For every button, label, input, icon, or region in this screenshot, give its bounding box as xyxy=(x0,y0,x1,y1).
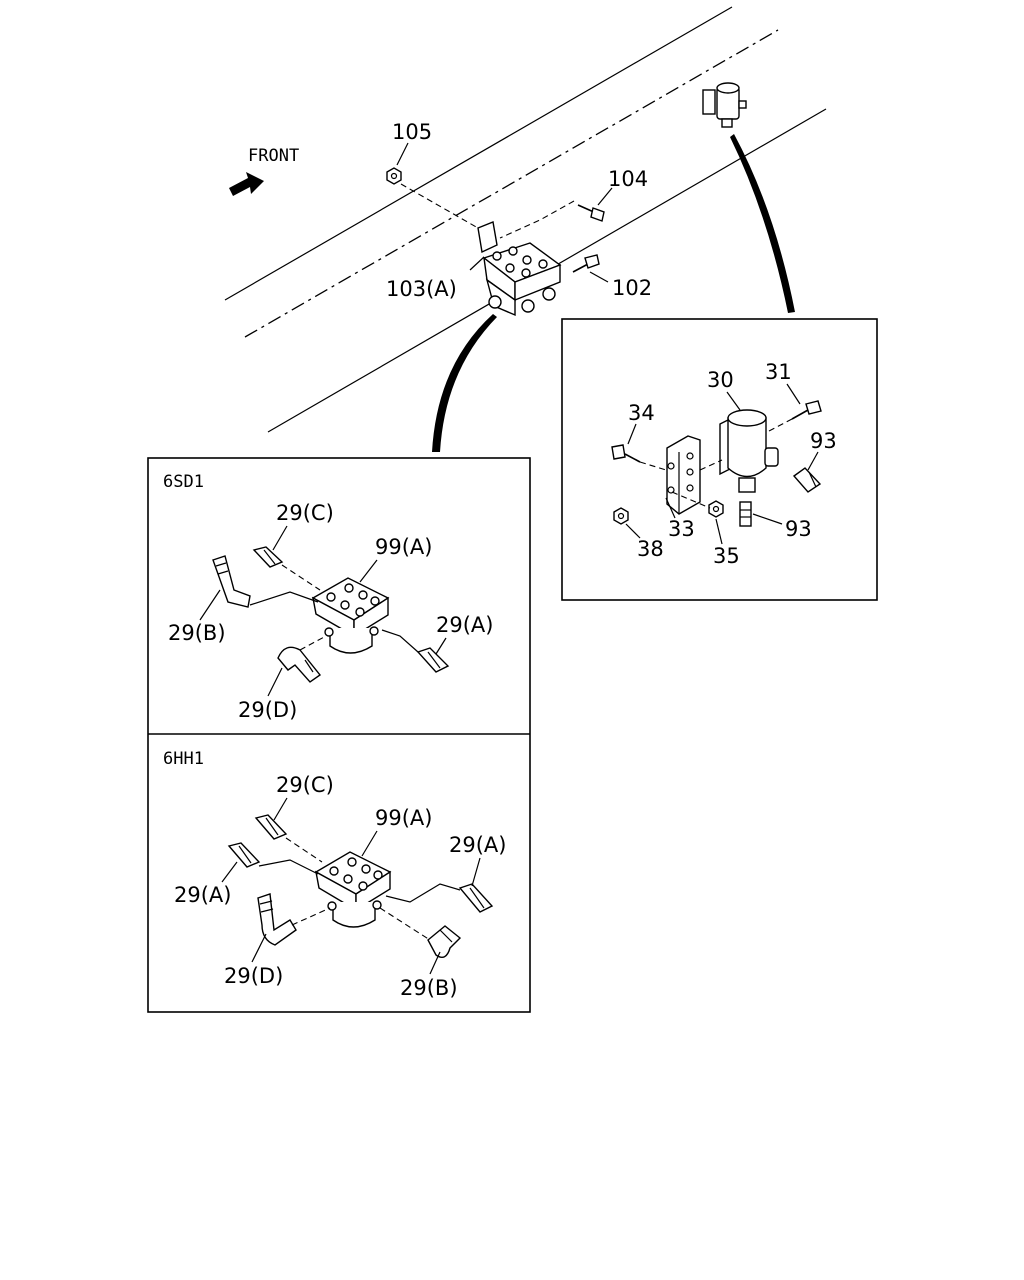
leader-30 xyxy=(726,391,741,411)
valve-block-icon xyxy=(477,221,562,317)
leader-29d-6hh1 xyxy=(251,933,267,963)
valve-variants-panel xyxy=(147,457,531,1013)
leader-29b-6hh1 xyxy=(429,951,441,975)
leader-93-lower xyxy=(752,513,783,525)
leader-103 xyxy=(469,256,485,271)
pipe-29a-6sd1 xyxy=(381,629,419,653)
label-29a-right-6hh1: 29(A) xyxy=(449,833,506,857)
label-29b-6sd1: 29(B) xyxy=(168,621,226,645)
bolt-icon xyxy=(791,400,822,420)
pipe-29a-left-6hh1 xyxy=(258,859,319,875)
valve-block-icon xyxy=(311,577,390,654)
label-29b-6hh1: 29(B) xyxy=(400,976,458,1000)
leader-29c-6hh1 xyxy=(273,797,288,821)
panel-title-6hh1: 6HH1 xyxy=(163,749,204,769)
leader-dash-29d-6hh1 xyxy=(291,907,331,926)
label-29d-6sd1: 29(D) xyxy=(238,698,297,722)
leader-99a-6hh1 xyxy=(361,830,378,857)
label-38: 38 xyxy=(637,537,664,561)
leader-93-upper xyxy=(807,451,819,471)
leader-38 xyxy=(625,523,641,539)
frame-rails xyxy=(224,6,827,433)
leader-dash-bracket xyxy=(699,459,723,471)
panel-title-6sd1: 6SD1 xyxy=(163,472,204,492)
bolt-icon xyxy=(572,254,600,273)
leader-dash-35 xyxy=(671,491,711,509)
label-29d-6hh1: 29(D) xyxy=(224,964,283,988)
label-35: 35 xyxy=(713,544,740,568)
label-29a-left-6hh1: 29(A) xyxy=(174,883,231,907)
elbow-fitting-icon xyxy=(212,555,251,608)
label-103a: 103(A) xyxy=(386,277,457,301)
leader-dash-34 xyxy=(639,461,667,471)
fitting-icon xyxy=(252,546,284,568)
callout-valve xyxy=(432,314,497,452)
nut-icon xyxy=(708,500,724,518)
leader-29a-left-6hh1 xyxy=(221,861,238,883)
fitting-icon xyxy=(792,467,822,493)
bolt-icon xyxy=(577,204,605,222)
elbow-fitting-icon xyxy=(257,893,297,946)
leader-31 xyxy=(786,383,801,405)
leader-dash-31 xyxy=(768,418,793,432)
front-arrow-icon xyxy=(229,172,264,196)
leader-29b-6sd1 xyxy=(199,589,221,621)
bolt-icon xyxy=(611,444,641,463)
label-29c-6hh1: 29(C) xyxy=(276,773,334,797)
label-99a-6sd1: 99(A) xyxy=(375,535,432,559)
leader-29c-6sd1 xyxy=(272,525,288,551)
fitting-icon xyxy=(416,647,450,673)
leader-dash-104 xyxy=(499,200,575,239)
reservoir-icon xyxy=(719,409,779,493)
label-104: 104 xyxy=(608,167,648,191)
fitting-icon xyxy=(227,842,261,868)
label-33: 33 xyxy=(668,517,695,541)
label-30: 30 xyxy=(707,368,734,392)
leader-29a-6sd1 xyxy=(435,637,447,655)
leader-dash-29d-6sd1 xyxy=(299,635,327,651)
reservoir-detail-panel xyxy=(561,318,878,601)
leader-29a-right-6hh1 xyxy=(471,857,481,887)
fitting-icon xyxy=(458,883,494,913)
label-31: 31 xyxy=(765,360,792,384)
fitting-icon xyxy=(254,814,288,840)
bracket-icon xyxy=(666,435,701,515)
fitting-icon xyxy=(739,501,752,527)
nut-icon xyxy=(613,507,629,525)
leader-35 xyxy=(715,518,723,545)
leader-33 xyxy=(665,497,676,519)
leader-34 xyxy=(627,423,637,445)
label-34: 34 xyxy=(628,401,655,425)
leader-dash-105 xyxy=(400,183,479,229)
elbow-fitting-icon xyxy=(427,925,462,958)
nut-icon xyxy=(386,167,402,185)
pipe-29a-right-6hh1 xyxy=(385,883,461,903)
leader-99a-6sd1 xyxy=(359,559,378,583)
label-93-lower: 93 xyxy=(785,517,812,541)
leader-dash-29b-6hh1 xyxy=(379,907,431,941)
label-29c-6sd1: 29(C) xyxy=(276,501,334,525)
reservoir-icon xyxy=(702,82,747,128)
label-102: 102 xyxy=(612,276,652,300)
label-29a-6sd1: 29(A) xyxy=(436,613,493,637)
pipe-29b-6sd1 xyxy=(249,591,319,606)
label-93-upper: 93 xyxy=(810,429,837,453)
label-99a-6hh1: 99(A) xyxy=(375,806,432,830)
valve-block-icon xyxy=(314,851,392,928)
leader-104 xyxy=(597,187,613,206)
leader-105 xyxy=(396,142,409,166)
leader-29d-6sd1 xyxy=(267,667,283,697)
leader-dash-29c-6sd1 xyxy=(281,564,321,591)
label-105: 105 xyxy=(392,120,432,144)
leader-102 xyxy=(589,271,609,283)
elbow-fitting-icon xyxy=(277,646,322,683)
callout-reservoir xyxy=(730,134,795,313)
front-label: FRONT xyxy=(248,146,299,166)
leader-dash-29c-6hh1 xyxy=(285,837,323,863)
